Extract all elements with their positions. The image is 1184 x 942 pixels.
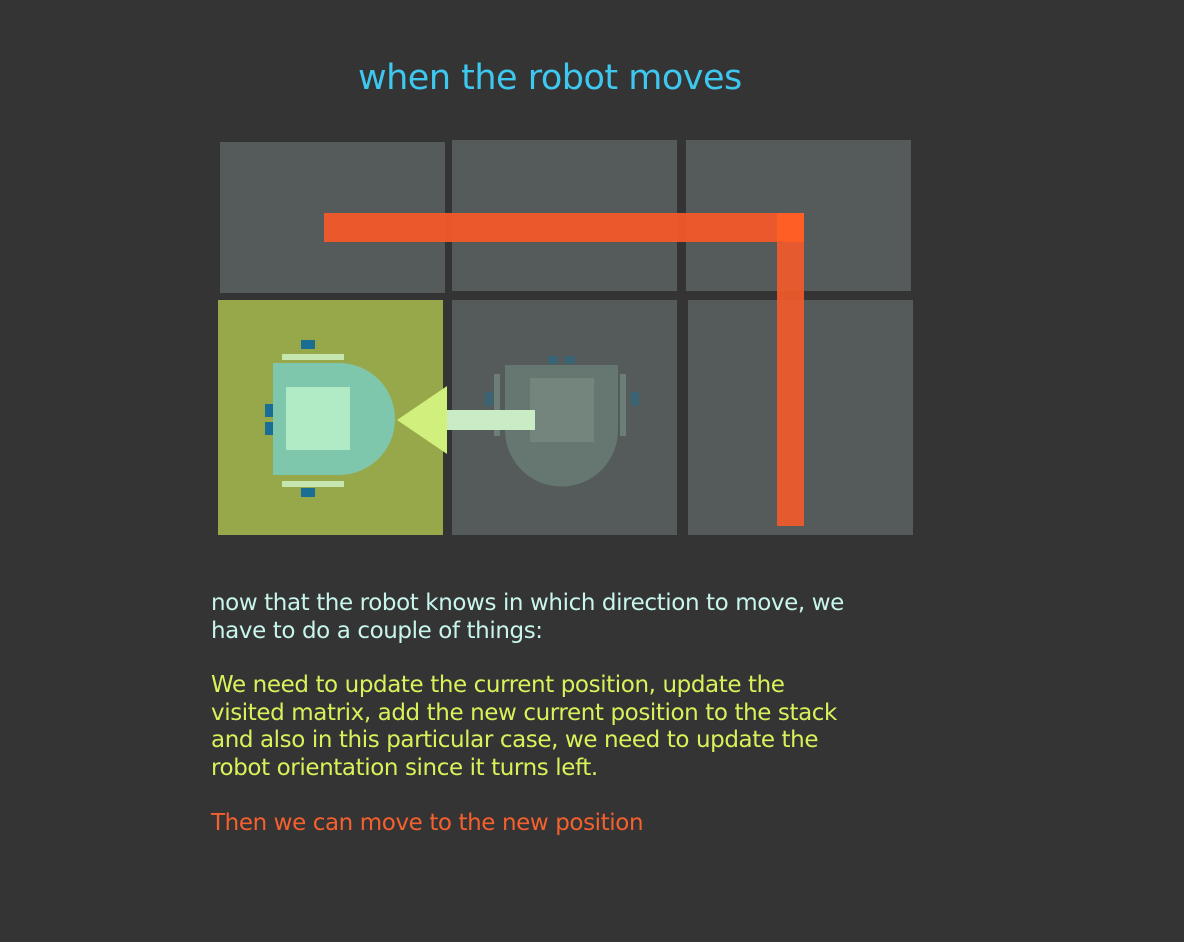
ghost-robot-icon [485,356,639,487]
ghost-robot-sensor [548,356,558,364]
ghost-robot-core [530,378,594,442]
move-arrow-tail [440,410,535,430]
path-segment-vertical [777,213,804,526]
steps-paragraph: We need to update the current position, … [211,672,837,781]
ghost-robot-sensor [565,356,575,364]
robot-wheel-top [282,354,344,360]
intro-paragraph: now that the robot knows in which direct… [211,590,844,644]
move-arrow-head-icon [397,386,447,454]
path-corner [777,213,804,242]
ghost-robot-body [505,365,618,487]
ghost-robot-wheel [620,374,626,436]
conclusion-paragraph: Then we can move to the new position [211,810,644,836]
ghost-robot-wheel [494,374,500,436]
ghost-robot-sensor [631,392,639,406]
robot-wheel-bottom [282,481,344,487]
page-title: when the robot moves [358,58,742,98]
robot-sensor-back [265,422,273,435]
robot-sensor-top [301,340,315,349]
path-segment-horizontal [324,213,804,242]
robot-sensor-back [265,404,273,417]
ghost-robot-sensor [485,392,493,406]
robot-sensor-bottom [301,488,315,497]
robot-icon [265,340,395,497]
robot-core [286,387,350,450]
